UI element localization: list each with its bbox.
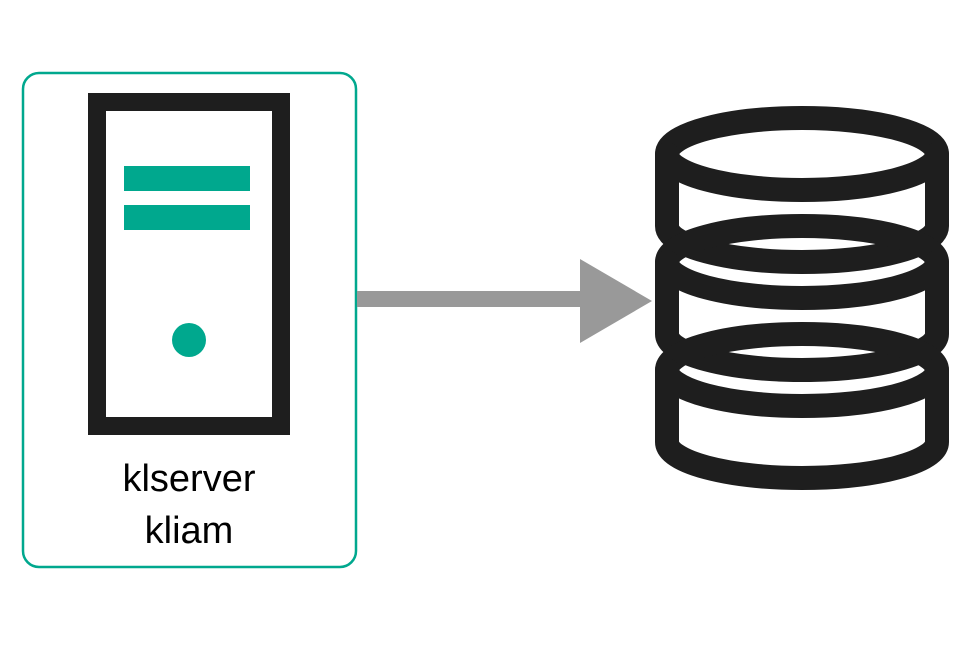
database-disk-3 (655, 322, 949, 490)
server-node-label-line-1: klserver (122, 458, 255, 500)
database-node[interactable] (655, 106, 949, 490)
server-node-label-line-2: kliam (145, 510, 234, 552)
server-to-database-arrow[interactable] (357, 259, 652, 343)
server-bay-bar-2 (124, 205, 250, 230)
block-arrow-icon[interactable] (357, 259, 652, 343)
database-icon (655, 106, 949, 490)
server-node[interactable]: klserver kliam (21, 71, 358, 569)
database-disk-3-body (655, 358, 949, 490)
server-bay-bar-1 (124, 166, 250, 191)
database-disk-1-top (655, 106, 949, 202)
server-chassis-face (106, 111, 272, 417)
server-power-indicator-icon (172, 323, 206, 357)
server-tower-icon (88, 93, 290, 435)
